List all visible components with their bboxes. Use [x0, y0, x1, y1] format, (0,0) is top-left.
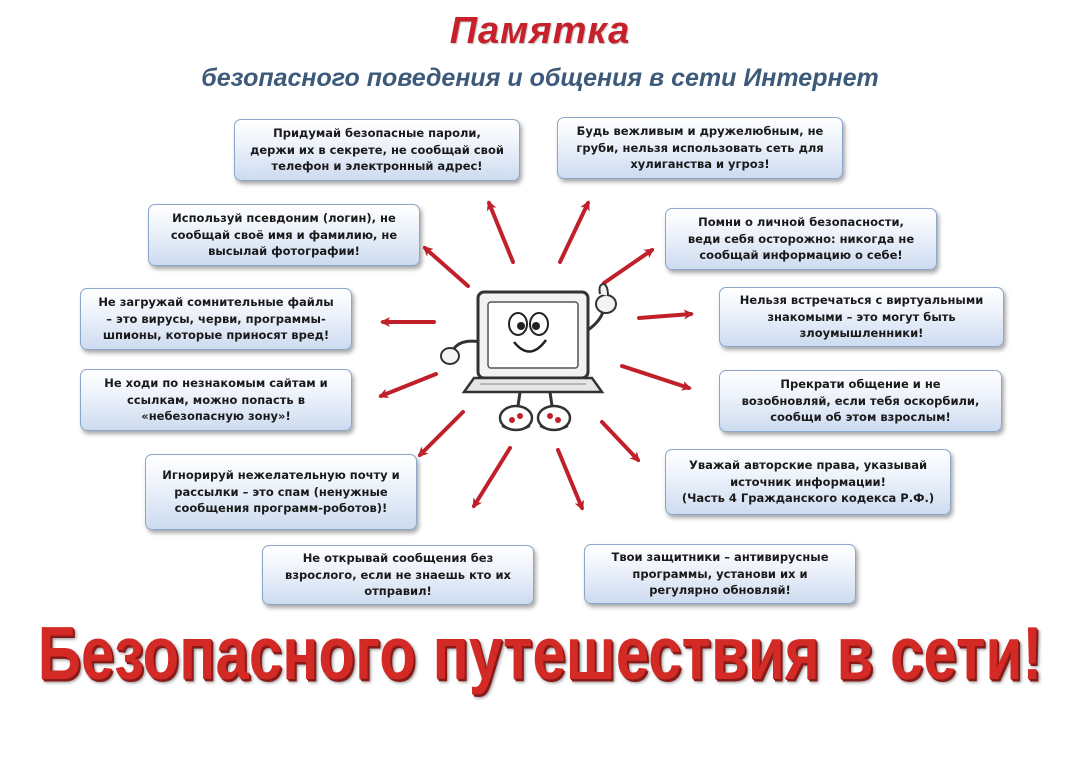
laptop-mascot-icon [440, 282, 617, 432]
tip-spam: Игнорируй нежелательную почту и рассылки… [145, 454, 417, 530]
tip-polite: Будь вежливым и дружелюбным, не груби, н… [557, 117, 843, 179]
arrow-icon [422, 246, 470, 288]
slogan: Безопасного путешествия в сети! [37, 611, 1043, 695]
tip-copyright: Уважай авторские права, указывай источни… [665, 449, 951, 515]
page-subtitle: безопасного поведения и общения в сети И… [201, 64, 879, 92]
arrow-icon [620, 364, 692, 391]
tip-stop-contact: Прекрати общение и не возобновляй, если … [719, 370, 1002, 432]
page-title: Памятка [449, 10, 631, 52]
arrow-icon [378, 372, 438, 399]
tip-messages: Не открывай сообщения без взрослого, есл… [262, 545, 534, 605]
tip-personal-safety: Помни о личной безопасности, веди себя о… [665, 208, 937, 270]
arrow-icon [558, 200, 590, 264]
arrow-icon [487, 200, 515, 264]
arrow-icon [472, 446, 512, 509]
tip-pseudonym: Используй псевдоним (логин), не сообщай … [148, 204, 420, 266]
arrow-icon [556, 448, 584, 511]
tip-unknown-sites: Не ходи по незнакомым сайтам и ссылкам, … [80, 369, 352, 431]
arrow-icon [602, 248, 655, 285]
tip-files: Не загружай сомнительные файлы – это вир… [80, 288, 352, 350]
arrow-icon [600, 420, 641, 463]
arrow-icon [637, 309, 694, 320]
tip-antivirus: Твои защитники – антивирусные программы,… [584, 544, 856, 604]
tip-virtual-friends: Нельзя встречаться с виртуальными знаком… [719, 287, 1004, 347]
tip-passwords: Придумай безопасные пароли, держи их в с… [234, 119, 520, 181]
arrow-icon [417, 410, 465, 458]
